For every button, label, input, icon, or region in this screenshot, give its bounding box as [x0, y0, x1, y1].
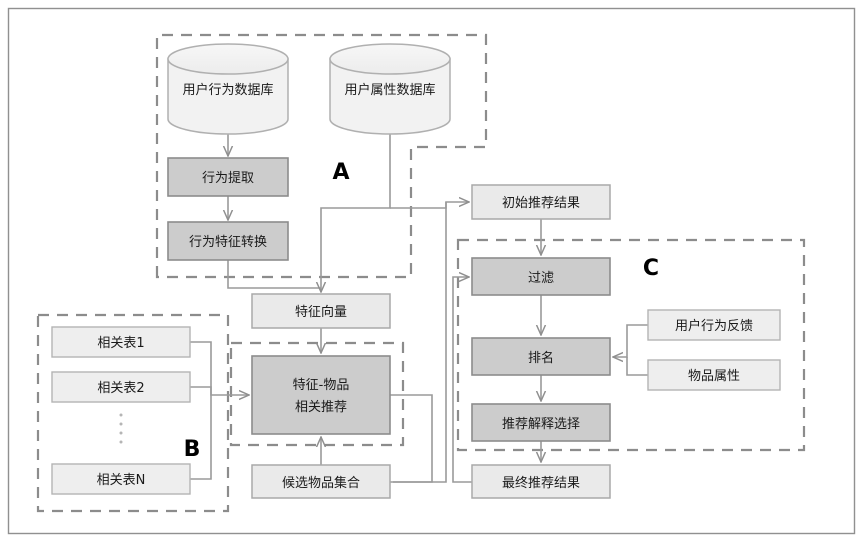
node-relation-table-2[interactable]: 相关表2	[51, 371, 191, 403]
node-label-relation-table-1: 相关表1	[97, 336, 144, 351]
node-filter[interactable]: 过滤	[471, 257, 611, 296]
edge-itemattribute-to-ranking	[626, 357, 648, 376]
node-label-user-behavior-db: 用户行为数据库	[182, 82, 273, 98]
node-user-attribute-db[interactable]: 用户属性数据库	[329, 43, 451, 135]
node-candidate-items[interactable]: 候选物品集合	[251, 464, 391, 499]
node-label-behavior-transform: 行为特征转换	[189, 235, 267, 250]
node-feature-item-rec[interactable]: 特征-物品 相关推荐	[251, 355, 391, 435]
node-label-user-feedback: 用户行为反馈	[675, 318, 753, 334]
node-user-behavior-db[interactable]: 用户行为数据库	[167, 43, 289, 135]
node-feature-vector[interactable]: 特征向量	[251, 293, 391, 329]
group-label-B: B	[184, 437, 201, 462]
node-label-feature-vector: 特征向量	[295, 304, 347, 320]
node-item-attribute[interactable]: 物品属性	[647, 359, 781, 391]
node-initial-result[interactable]: 初始推荐结果	[471, 184, 611, 220]
group-label-A: A	[332, 160, 349, 185]
node-label-relation-table-2: 相关表2	[97, 381, 144, 396]
edge-finalresult-to-filter-loop	[452, 277, 472, 483]
edge-tablen-to-featureitemrec	[190, 395, 212, 480]
node-label-relation-table-n: 相关表N	[97, 473, 146, 488]
node-label-final-result: 最终推荐结果	[502, 475, 580, 491]
node-relation-table-n[interactable]: 相关表N	[51, 463, 191, 495]
edge-table2-to-featureitemrec	[190, 386, 249, 395]
group-region-C	[456, 238, 806, 452]
node-final-result[interactable]: 最终推荐结果	[471, 464, 611, 499]
edge-candidates-to-initialresult	[390, 202, 447, 483]
node-user-feedback[interactable]: 用户行为反馈	[647, 309, 781, 341]
node-label-candidate-items: 候选物品集合	[282, 475, 360, 491]
group-label-C: C	[643, 256, 659, 281]
node-label-explain-select: 推荐解释选择	[502, 417, 580, 432]
node-behavior-transform[interactable]: 行为特征转换	[167, 221, 289, 261]
vertical-ellipsis-icon	[119, 413, 123, 444]
node-ranking[interactable]: 排名	[471, 337, 611, 376]
node-label-initial-result: 初始推荐结果	[502, 196, 580, 211]
node-label-filter: 过滤	[528, 271, 554, 286]
group-region-B	[36, 313, 230, 513]
edge-table1-to-featureitemrec	[190, 341, 212, 395]
node-relation-table-1[interactable]: 相关表1	[51, 326, 191, 358]
node-label-behavior-extract: 行为提取	[202, 170, 254, 186]
node-explain-select[interactable]: 推荐解释选择	[471, 403, 611, 442]
node-behavior-extract[interactable]: 行为提取	[167, 157, 289, 197]
node-label-feature-item-rec-line1: 特征-物品	[293, 378, 350, 393]
node-label-feature-item-rec-line2: 相关推荐	[295, 400, 347, 415]
node-label-user-attribute-db: 用户属性数据库	[344, 82, 435, 98]
edge-transform-to-featurevector	[227, 260, 321, 289]
node-label-item-attribute: 物品属性	[688, 369, 740, 384]
edge-attributedb-to-featurevector	[321, 134, 391, 292]
node-label-ranking: 排名	[528, 350, 554, 366]
edge-feedback-to-ranking	[613, 324, 648, 357]
